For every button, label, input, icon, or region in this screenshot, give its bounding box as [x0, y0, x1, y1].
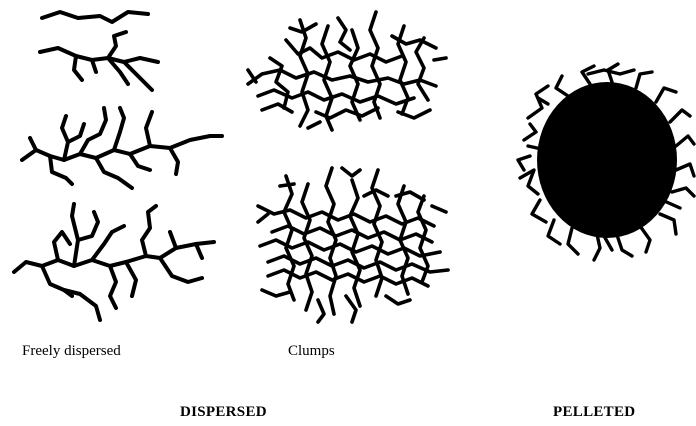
- hypha-branch: [54, 232, 70, 260]
- hypha-strand: [262, 290, 290, 296]
- hypha-strand: [416, 38, 428, 100]
- hypha-strand: [640, 226, 650, 252]
- hypha-strand: [342, 168, 360, 176]
- hypha-strand: [346, 296, 356, 322]
- pellet: [518, 64, 694, 260]
- hypha-strand: [308, 122, 320, 128]
- hypha-strand: [270, 58, 288, 108]
- hypha-branch: [78, 212, 98, 240]
- clumps-label: Clumps: [288, 343, 335, 360]
- hypha-strand: [520, 170, 538, 194]
- hypha-strand: [434, 58, 446, 60]
- hypha-branch: [126, 262, 136, 296]
- hypha-strand: [660, 214, 676, 234]
- freely-dispersed-label: Freely dispersed: [22, 343, 121, 360]
- hypha-branch: [74, 56, 82, 80]
- hypha-strand: [432, 206, 446, 212]
- hypha-branch: [196, 244, 202, 258]
- hypha-branch: [92, 226, 124, 260]
- hypha-branch: [108, 32, 126, 58]
- hypha-branch: [160, 258, 202, 282]
- hypha-branch: [68, 124, 84, 142]
- hypha-strand: [302, 184, 312, 310]
- hypha-strand: [556, 76, 568, 96]
- clump-upper: [248, 12, 446, 130]
- clump-lower: [258, 168, 448, 322]
- hypha-strand: [676, 164, 694, 176]
- dispersed-category-label: DISPERSED: [180, 404, 267, 421]
- freely-dispersed-group: [14, 12, 222, 320]
- hypha-strand: [280, 184, 294, 186]
- hypha-strand: [300, 20, 308, 126]
- hypha-branch: [30, 138, 36, 150]
- hypha-strand: [338, 18, 350, 50]
- hypha-strand: [672, 188, 694, 196]
- hypha-strand: [670, 110, 690, 122]
- hypha-strand: [370, 12, 380, 118]
- hypha-branch: [72, 204, 78, 266]
- pellet-core: [537, 82, 677, 238]
- hypha-branch: [142, 206, 156, 256]
- hypha-strand: [636, 72, 652, 88]
- hypha-branch: [110, 266, 116, 308]
- hypha-branch: [170, 148, 178, 174]
- hypha-strand: [318, 300, 324, 322]
- hypha-strand: [604, 236, 612, 250]
- hypha-strand: [588, 70, 634, 74]
- hypha-strand: [568, 228, 578, 254]
- hypha-strand: [386, 296, 410, 304]
- hypha-branched: [40, 48, 158, 62]
- hypha-strand: [518, 156, 530, 170]
- hypha-strand: [548, 220, 560, 244]
- hypha-strand: [262, 104, 292, 112]
- hypha-strand: [524, 124, 536, 140]
- hypha-branch: [146, 112, 152, 146]
- hypha-branch: [170, 232, 176, 248]
- hypha-strand: [532, 200, 546, 222]
- hypha-strand: [656, 88, 676, 102]
- hypha-branch: [80, 108, 106, 154]
- pelleted-category-label: PELLETED: [553, 404, 635, 421]
- hypha-strand: [676, 136, 694, 146]
- hypha-branch: [62, 116, 68, 160]
- hypha-branch: [114, 108, 124, 150]
- hypha-branch: [92, 60, 96, 72]
- hypha-strand: [350, 180, 360, 306]
- hypha-strand: [258, 90, 414, 104]
- hypha-strand: [326, 168, 336, 314]
- hypha-branch: [96, 158, 132, 188]
- hypha-strand: [42, 12, 148, 22]
- hypha-strand: [258, 214, 268, 222]
- hypha-strand: [272, 226, 432, 242]
- hypha-branch: [130, 154, 150, 170]
- hypha-strand: [284, 176, 294, 300]
